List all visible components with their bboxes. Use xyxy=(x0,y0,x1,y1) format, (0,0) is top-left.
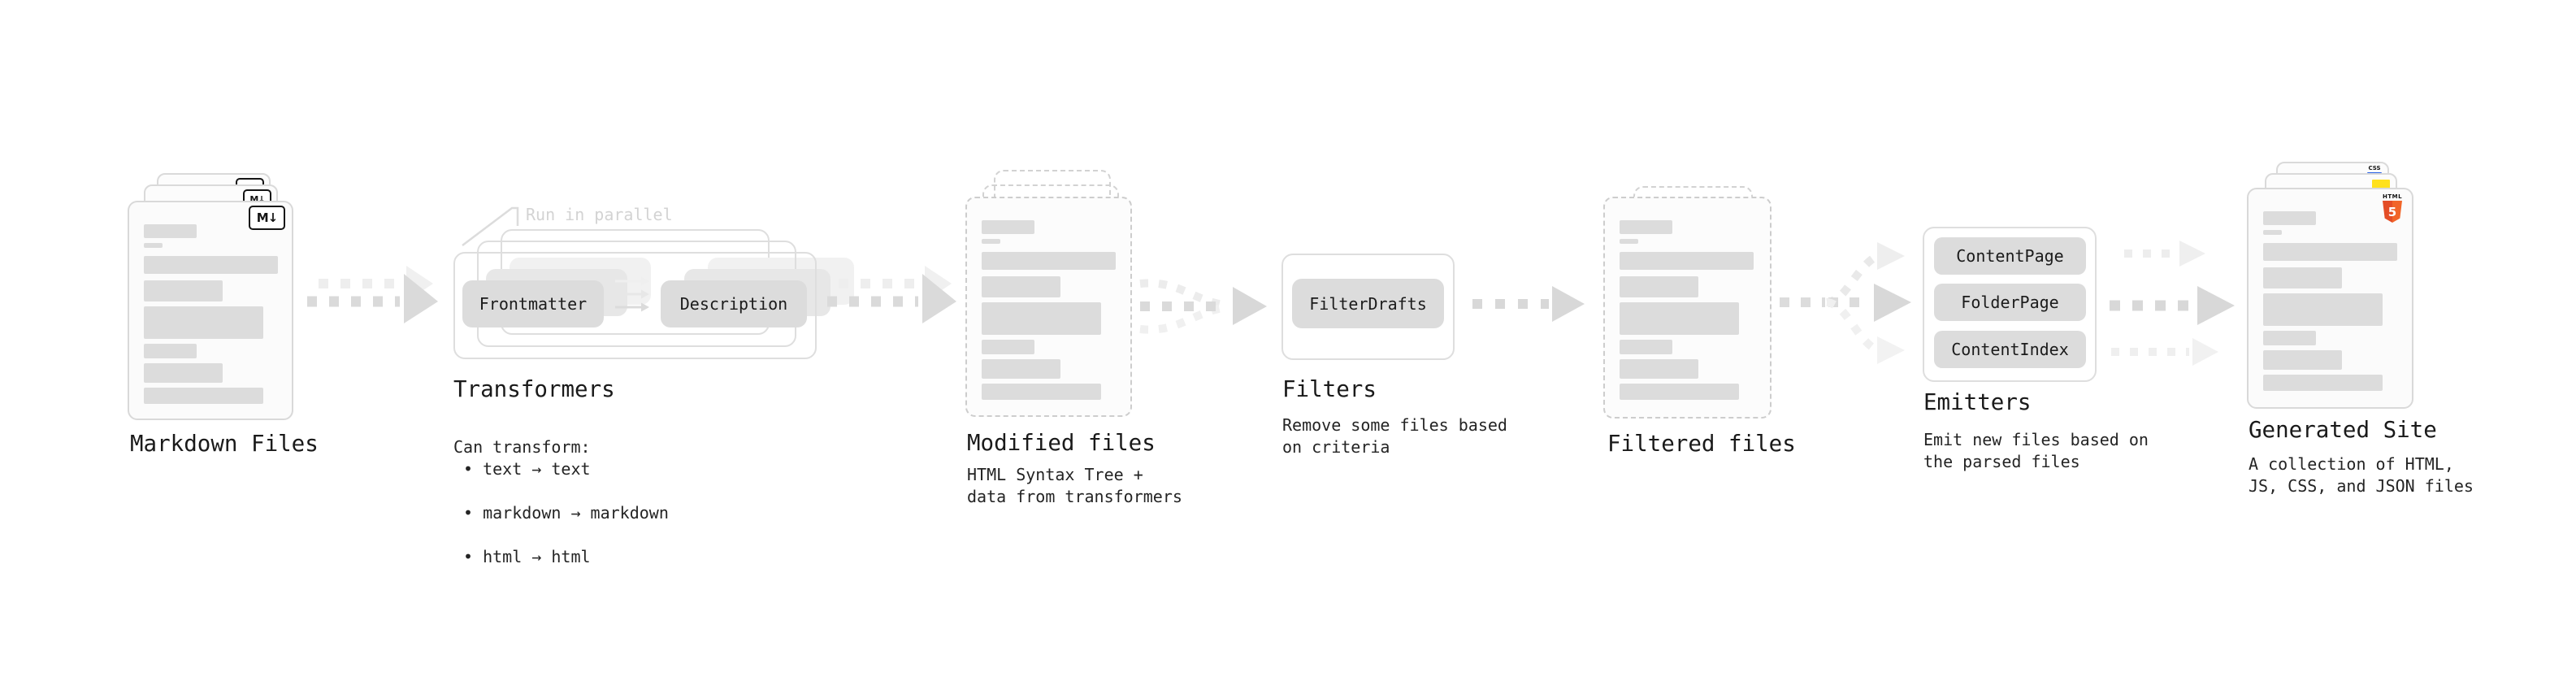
text-placeholder-bar xyxy=(2263,331,2316,345)
transformers-caption: Can transform: • text → text • markdown … xyxy=(453,414,669,590)
text-placeholder-bar xyxy=(2263,375,2383,391)
parallel-arrows-icon xyxy=(615,276,649,312)
file-card-front xyxy=(1603,197,1772,419)
generated-site-caption: A collection of HTML, JS, CSS, and JSON … xyxy=(2249,454,2474,496)
caption-bullet: • text → text xyxy=(463,459,591,479)
node-label-generated-site: Generated Site xyxy=(2249,417,2437,443)
text-placeholder-bar xyxy=(982,384,1101,400)
emitter-pill-folderpage: FolderPage xyxy=(1934,284,2086,321)
node-label-markdown-files: Markdown Files xyxy=(130,431,319,457)
text-placeholder-bar xyxy=(144,243,163,248)
text-placeholder-bar xyxy=(1620,239,1638,244)
text-placeholder-bar xyxy=(1620,302,1739,335)
text-placeholder-bar xyxy=(144,306,263,339)
html5-icon-number: 5 xyxy=(2387,204,2397,219)
text-placeholder-bar xyxy=(1620,340,1672,354)
caption-bullet: • html → html xyxy=(463,547,591,566)
text-placeholder-bar xyxy=(2263,243,2397,261)
callout-line xyxy=(462,206,519,246)
text-placeholder-bar xyxy=(2263,230,2282,235)
text-placeholder-bar xyxy=(1620,220,1672,234)
text-placeholder-bar xyxy=(982,252,1116,270)
transformer-pill-frontmatter: Frontmatter xyxy=(462,280,604,327)
node-label-modified-files: Modified files xyxy=(967,430,1156,456)
node-label-filters: Filters xyxy=(1282,376,1377,402)
html5-icon-text: HTML xyxy=(2383,193,2403,200)
text-placeholder-bar xyxy=(144,363,223,383)
node-label-filtered-files: Filtered files xyxy=(1607,431,1796,457)
filter-pill-filterdrafts: FilterDrafts xyxy=(1292,279,1444,328)
emitter-pill-contentpage: ContentPage xyxy=(1934,237,2086,275)
file-card-front xyxy=(965,197,1132,417)
text-placeholder-bar xyxy=(144,280,223,301)
node-label-transformers: Transformers xyxy=(453,376,615,402)
html5-icon-shield: 5 xyxy=(2383,201,2402,223)
text-placeholder-bar xyxy=(144,388,263,404)
text-placeholder-bar xyxy=(2263,350,2342,370)
modified-files-caption: HTML Syntax Tree + data from transformer… xyxy=(967,465,1182,506)
text-placeholder-bar xyxy=(1620,252,1754,270)
text-placeholder-bar xyxy=(144,344,197,358)
text-placeholder-bar xyxy=(2263,293,2383,326)
text-placeholder-bar xyxy=(982,340,1034,354)
flow-arrow-4 xyxy=(1472,286,1585,322)
file-card-front: M↓ xyxy=(128,201,293,420)
filters-caption: Remove some files based on criteria xyxy=(1282,415,1507,457)
text-placeholder-bar xyxy=(1620,276,1698,297)
text-placeholder-bar xyxy=(982,302,1101,335)
text-placeholder-bar xyxy=(982,220,1034,234)
emitters-caption: Emit new files based on the parsed files xyxy=(1923,430,2149,471)
text-placeholder-bar xyxy=(982,239,1000,244)
text-placeholder-bar xyxy=(2263,211,2316,225)
caption-title: Can transform: xyxy=(453,437,591,457)
html5-icon: HTML 5 xyxy=(2383,193,2402,223)
flow-arrow-1 xyxy=(307,266,438,323)
text-placeholder-bar xyxy=(144,224,197,238)
flow-arrow-5-fanout xyxy=(1780,242,1911,364)
flow-arrow-6-parallel xyxy=(2110,241,2235,366)
file-card-front: HTML 5 xyxy=(2247,188,2413,409)
markdown-icon: M↓ xyxy=(249,206,285,230)
flow-arrow-3-converge xyxy=(1139,279,1267,334)
css-icon-text: CSS xyxy=(2368,165,2381,171)
transformer-pill-description: Description xyxy=(661,280,807,327)
text-placeholder-bar xyxy=(982,359,1060,379)
emitter-pill-contentindex: ContentIndex xyxy=(1934,331,2086,368)
parallel-note: Run in parallel xyxy=(526,205,673,224)
caption-bullet: • markdown → markdown xyxy=(463,503,669,523)
js-icon xyxy=(2372,180,2390,189)
node-label-emitters: Emitters xyxy=(1923,389,2032,415)
transformer-container-front xyxy=(453,252,817,359)
text-placeholder-bar xyxy=(982,276,1060,297)
text-placeholder-bar xyxy=(144,256,278,274)
text-placeholder-bar xyxy=(2263,267,2342,288)
flow-arrow-2 xyxy=(827,266,956,323)
text-placeholder-bar xyxy=(1620,384,1739,400)
text-placeholder-bar xyxy=(1620,359,1698,379)
